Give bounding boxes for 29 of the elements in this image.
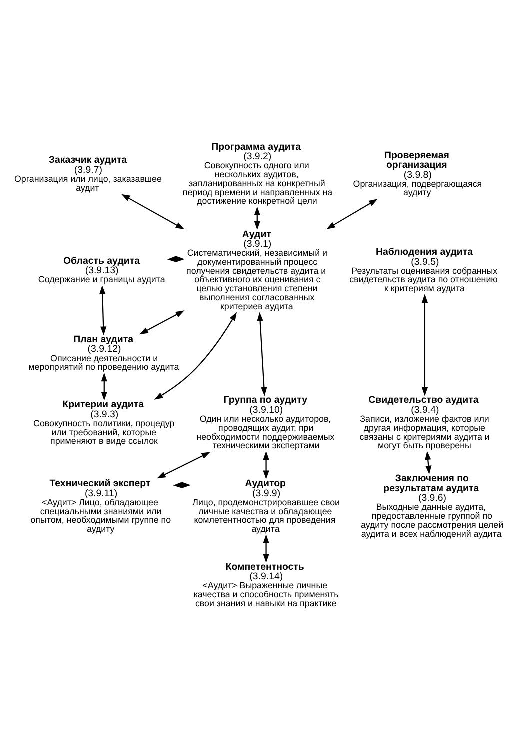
arrow bbox=[254, 206, 260, 230]
node-text: Компетентность (3.9.14) <Аудит> Выраженные личные качества и способность применять свои знания и навыки на практике bbox=[194, 562, 339, 609]
node-text: Заключения по результатам аудита (3.9.6) Выходные данные аудита, предоставленные группой по аудиту после рассмотрения целей аудита и всех наблюдений аудита bbox=[361, 474, 504, 539]
arrow bbox=[263, 451, 270, 480]
node-text: Наблюдения аудита (3.9.5) Результаты оценивания собранных свидетельств аудита по отношению к критериям аудита bbox=[350, 247, 498, 294]
arrow bbox=[101, 372, 108, 401]
arrow bbox=[425, 451, 432, 475]
node-text: Аудитор (3.9.9) Лицо, продемонстрировавшее свои личные качества и обладающее комлетентностью для проведения аудита bbox=[192, 478, 340, 534]
node-text: Программа аудита (3.9.2) Совокупность одного или нескольких аудитов, запланированных на конкретный период времени и направленных на достижение конкретной цели bbox=[182, 142, 333, 206]
node-text: Аудит (3.9.1) Систематический, независимый и документированный процесс получения свидетельств аудита и объективного их оценивания с целью установления степени выполнения согласованных критериев аудита bbox=[186, 229, 328, 312]
node-text: Заказчик аудита (3.9.7) Организация или лицо, заказавшее аудит bbox=[14, 155, 162, 193]
node-text: Область аудита (3.9.13) Содержание и границы аудита bbox=[38, 256, 166, 285]
node-text: План аудита (3.9.12) Описание деятельности и мероприятий по проведению аудита bbox=[28, 334, 180, 372]
arrow bbox=[154, 312, 237, 400]
arrow bbox=[422, 294, 428, 396]
arrow bbox=[140, 310, 185, 335]
node-text: Группа по аудиту (3.9.10) Один или несколько аудиторов, проводящих аудит, при необходимости поддерживаемых техническими экспертами bbox=[196, 395, 335, 451]
arrow bbox=[257, 312, 268, 396]
node-text: Свидетельство аудита (3.9.4) Записи, изложение фактов или другая информация, которые связаны с критериями аудита и могут быть проверены bbox=[360, 395, 490, 451]
arrow bbox=[100, 286, 107, 336]
arrow bbox=[157, 452, 211, 479]
arrow bbox=[167, 256, 185, 262]
arrow bbox=[122, 194, 185, 230]
node-text: Технический эксперт (3.9.11) <Аудит> Лицо, обладающее специальными знаниями или опытом, необходимыми группе по аудиту bbox=[30, 478, 172, 534]
node-text: Критерии аудита (3.9.3) Совокупность политики, процедур или требований, которые применяют в виде ссылок bbox=[34, 400, 175, 446]
arrow bbox=[263, 534, 270, 563]
node-text: Проверяемая организация (3.9.8) Организация, подвергающаяся аудиту bbox=[353, 150, 482, 198]
arrow bbox=[173, 482, 191, 488]
arrow bbox=[326, 199, 378, 230]
